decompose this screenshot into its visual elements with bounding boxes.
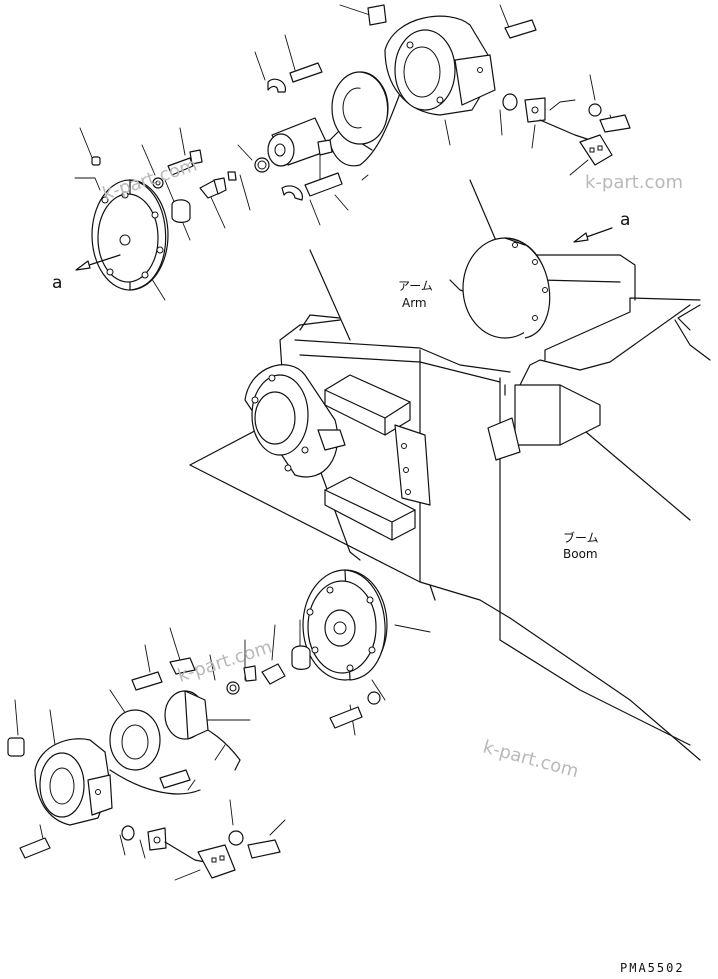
view-arrow-left-head bbox=[75, 260, 91, 271]
arm-label-jp: アーム bbox=[398, 279, 433, 293]
drawing-code: PMA5502 bbox=[620, 961, 685, 975]
view-mark-right: a bbox=[620, 210, 630, 230]
view-mark-left: a bbox=[52, 273, 62, 293]
upper-sensor-assembly bbox=[74, 4, 631, 301]
watermark-1: k-part.com bbox=[585, 172, 683, 193]
view-arrow-right-head bbox=[573, 232, 589, 243]
watermark-4: k-part.com bbox=[481, 737, 581, 783]
watermark-3: k-part.com bbox=[175, 636, 275, 686]
arm-label-en: Arm bbox=[402, 296, 427, 310]
arm-boom-structure bbox=[189, 179, 711, 761]
boom-label-en: Boom bbox=[563, 547, 598, 561]
view-arrows bbox=[75, 227, 613, 271]
lower-sensor-assembly bbox=[7, 569, 431, 881]
boom-label-jp: ブーム bbox=[563, 530, 599, 545]
